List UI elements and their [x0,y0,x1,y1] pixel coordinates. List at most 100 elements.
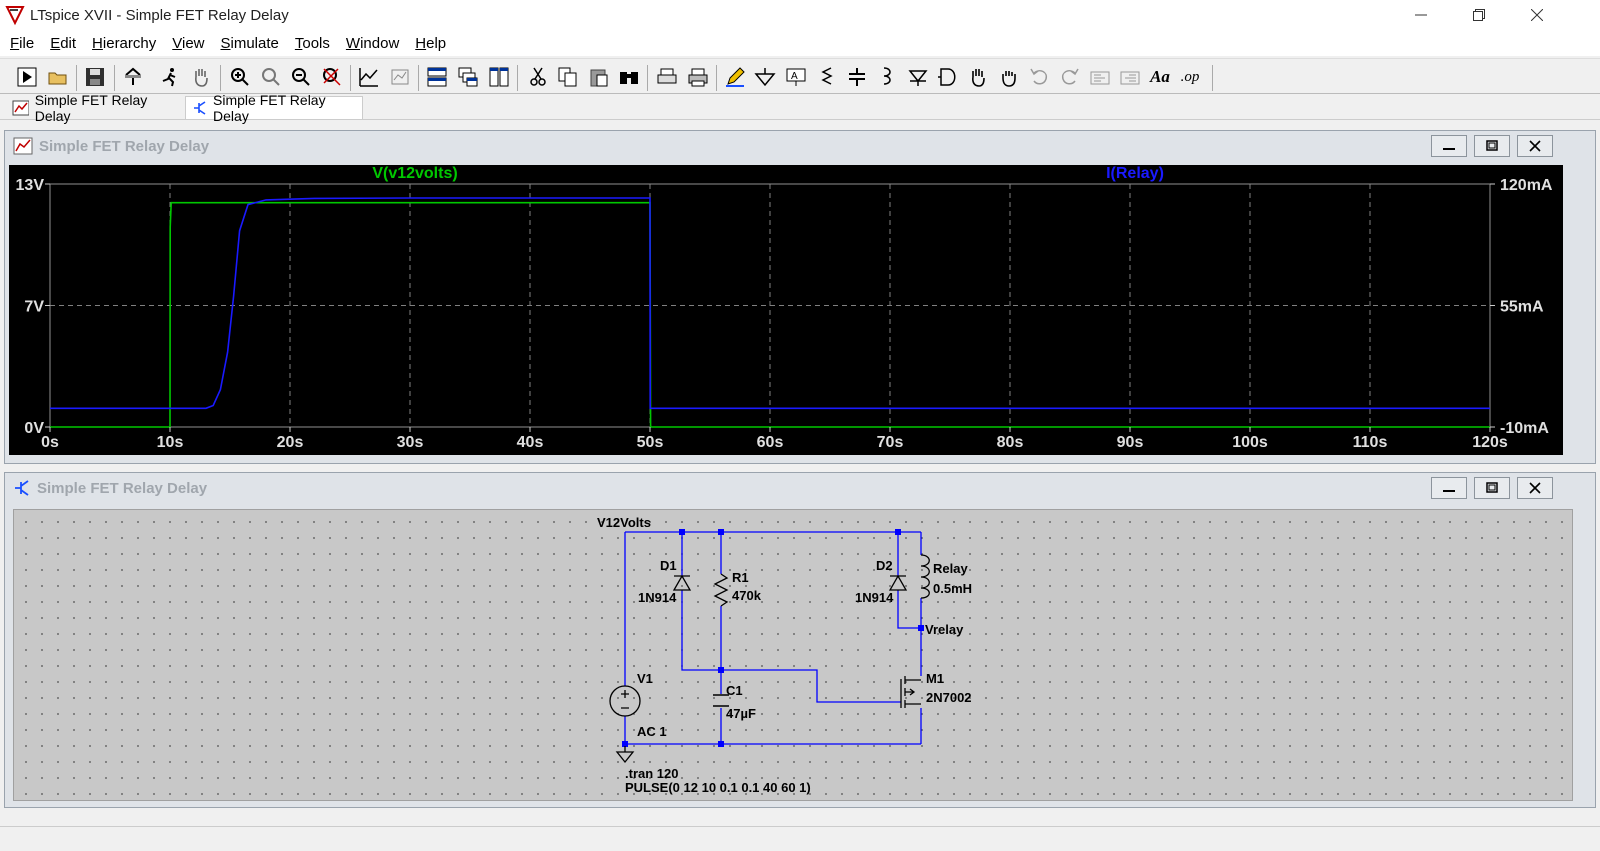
right-tick-label: 55mA [1500,299,1544,316]
cascade-icon[interactable] [456,65,480,89]
minimize-icon [1443,148,1455,150]
find-icon[interactable] [617,65,641,89]
c1-value: 47µF [726,706,756,721]
waveform-window-titlebar: Simple FET Relay Delay [5,131,1595,161]
legend-label-1[interactable]: I(Relay) [1106,165,1164,182]
resistor-icon[interactable] [815,65,839,89]
resistor-r1[interactable] [713,573,729,607]
tile-horizontal-icon[interactable] [425,65,449,89]
capacitor-icon[interactable] [845,65,869,89]
ground-symbol [615,746,635,764]
close-button[interactable] [1514,0,1560,30]
print-setup-icon[interactable] [655,65,679,89]
restore-icon [1473,9,1485,21]
waveform-icon [13,137,33,155]
mirror-icon[interactable] [1118,65,1142,89]
x-tick-label: 110s [1353,434,1388,451]
menu-hierarchy[interactable]: Hierarchy [92,34,157,52]
mosfet-m1[interactable] [900,676,921,708]
v1-ac: AC 1 [637,724,667,739]
component-icon[interactable] [936,65,960,89]
tab-waveform-label: Simple FET Relay Delay [34,91,148,124]
left-tick-label: 7V [24,299,44,316]
v1-label: V1 [637,671,653,686]
schematic-window-caption: Simple FET Relay Delay [37,479,208,497]
x-tick-label: 80s [997,434,1024,451]
close-icon [1529,482,1541,494]
rotate-icon[interactable] [1088,65,1112,89]
pencil-icon[interactable] [723,65,747,89]
x-tick-label: 20s [277,434,304,451]
left-tick-label: 13V [16,177,45,194]
maximize-icon [1486,482,1498,493]
waveform-window-caption: Simple FET Relay Delay [39,137,210,155]
waveform-minimize-button[interactable] [1431,135,1467,157]
menu-simulate[interactable]: Simulate [220,34,279,52]
x-tick-label: 10s [157,434,184,451]
run-simulation-icon[interactable] [158,65,182,89]
redo-icon[interactable] [1058,65,1082,89]
menu-tools[interactable]: Tools [294,34,330,52]
inductor-relay[interactable] [920,554,930,599]
waveform-maximize-button[interactable] [1474,135,1510,157]
text-icon[interactable]: Aa [1148,65,1172,89]
right-tick-label: 120mA [1500,177,1553,194]
paste-icon[interactable] [587,65,611,89]
waveform-close-button[interactable] [1517,135,1553,157]
cut-icon[interactable] [526,65,550,89]
inductor-icon[interactable] [875,65,899,89]
open-icon[interactable] [46,65,70,89]
zoom-in-icon[interactable] [228,65,252,89]
label-net-icon[interactable]: A [784,65,808,89]
autorange-icon[interactable] [357,65,381,89]
text-icon-label: Aa [1150,67,1170,86]
voltage-source-v1[interactable] [609,685,641,717]
tile-windows-icon[interactable] [487,65,511,89]
menu-edit[interactable]: Edit [50,34,77,52]
schematic-close-button[interactable] [1517,477,1553,499]
capacitor-c1[interactable] [713,694,729,707]
schematic-maximize-button[interactable] [1474,477,1510,499]
zoom-full-icon[interactable] [259,65,283,89]
zoom-cancel-icon[interactable] [320,65,344,89]
d2-label: D2 [876,558,893,573]
copy-icon[interactable] [556,65,580,89]
print-icon[interactable] [686,65,710,89]
schematic-minimize-button[interactable] [1431,477,1467,499]
left-tick-label: 0V [24,420,44,437]
plot-settings-icon[interactable] [388,65,412,89]
tab-schematic[interactable]: Simple FET Relay Delay [185,92,363,124]
c1-label: C1 [726,683,743,698]
diode-d1[interactable] [672,574,692,591]
diode-d2[interactable] [888,574,908,591]
pan-hand-icon[interactable] [189,65,213,89]
drag-hand-icon[interactable] [997,65,1021,89]
waveform-icon [12,100,29,115]
menu-view[interactable]: View [172,34,205,52]
menu-window[interactable]: Window [345,34,400,52]
pulse-directive[interactable]: PULSE(0 12 10 0.1 0.1 40 60 1) [625,780,811,795]
ground-icon[interactable] [753,65,777,89]
series-line-1[interactable] [50,197,1490,410]
schematic-icon [15,480,29,496]
legend-label-0[interactable]: V(v12volts) [372,165,457,182]
tab-waveform[interactable]: Simple FET Relay Delay [6,92,182,124]
restore-button[interactable] [1456,0,1502,30]
menu-file[interactable]: File [10,34,35,52]
spice-tran-directive[interactable]: .tran 120 [625,766,678,781]
ltspice-logo-icon [5,6,25,26]
spice-directive-icon[interactable]: .op [1178,65,1202,89]
schematic-canvas[interactable]: V12Volts D1 1N914 R1 470k D2 1N914 Relay… [13,509,1573,801]
diode-icon[interactable] [906,65,930,89]
run-icon[interactable] [15,65,39,89]
zoom-out-icon[interactable] [289,65,313,89]
relay-label: Relay [933,561,968,576]
control-panel-icon[interactable] [121,65,145,89]
undo-icon[interactable] [1027,65,1051,89]
menu-help[interactable]: Help [415,34,447,52]
save-icon[interactable] [83,65,107,89]
minimize-button[interactable] [1398,0,1444,30]
move-hand-icon[interactable] [966,65,990,89]
